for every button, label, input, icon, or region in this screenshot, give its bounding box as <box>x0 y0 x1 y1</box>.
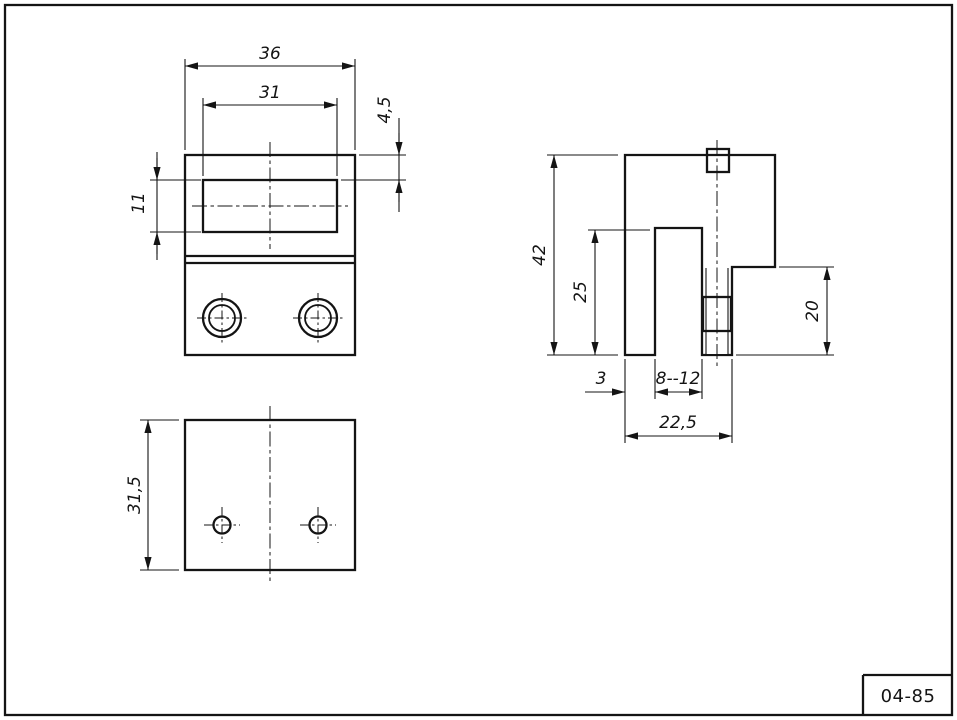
section-view <box>623 140 777 368</box>
dimension-front-total-width: 36 <box>184 44 356 150</box>
dim-label-31-5: 31,5 <box>125 476 145 514</box>
dimension-section-total-height: 42 <box>530 154 618 356</box>
dimension-front-slot-width: 31 <box>202 83 338 176</box>
front-view <box>183 142 357 357</box>
sheet-border <box>3 3 954 717</box>
dimension-section-lip-thickness: 3 <box>585 369 625 396</box>
dimension-bottom-height: 31,5 <box>125 419 179 571</box>
bottom-view <box>183 406 357 584</box>
dimension-section-clamp-range: 8--12 <box>654 359 703 399</box>
dimension-front-slot-height: 11 <box>129 152 201 260</box>
dim-label-22-5: 22,5 <box>659 413 697 433</box>
dim-label-4-5: 4,5 <box>375 96 395 123</box>
dimension-section-step-height: 20 <box>736 266 834 356</box>
dim-label-36: 36 <box>259 44 281 64</box>
dim-label-31: 31 <box>259 83 281 103</box>
title-block: 04-85 <box>861 673 952 715</box>
screw-access-notch <box>705 147 731 174</box>
dim-label-42: 42 <box>530 244 550 266</box>
dimension-front-slot-depth: 4,5 <box>341 96 406 212</box>
screw-hole-clearance <box>706 268 728 354</box>
dim-label-8-12: 8--12 <box>656 369 701 389</box>
dim-label-3: 3 <box>596 369 607 389</box>
dimension-section-total-depth: 22,5 <box>624 359 733 443</box>
dimension-section-jaw-height: 25 <box>571 229 650 356</box>
section-body <box>623 153 777 357</box>
drawing-number: 04-85 <box>881 686 936 707</box>
dim-label-25: 25 <box>571 281 591 303</box>
dim-label-11: 11 <box>129 192 149 214</box>
dim-label-20: 20 <box>803 300 823 322</box>
